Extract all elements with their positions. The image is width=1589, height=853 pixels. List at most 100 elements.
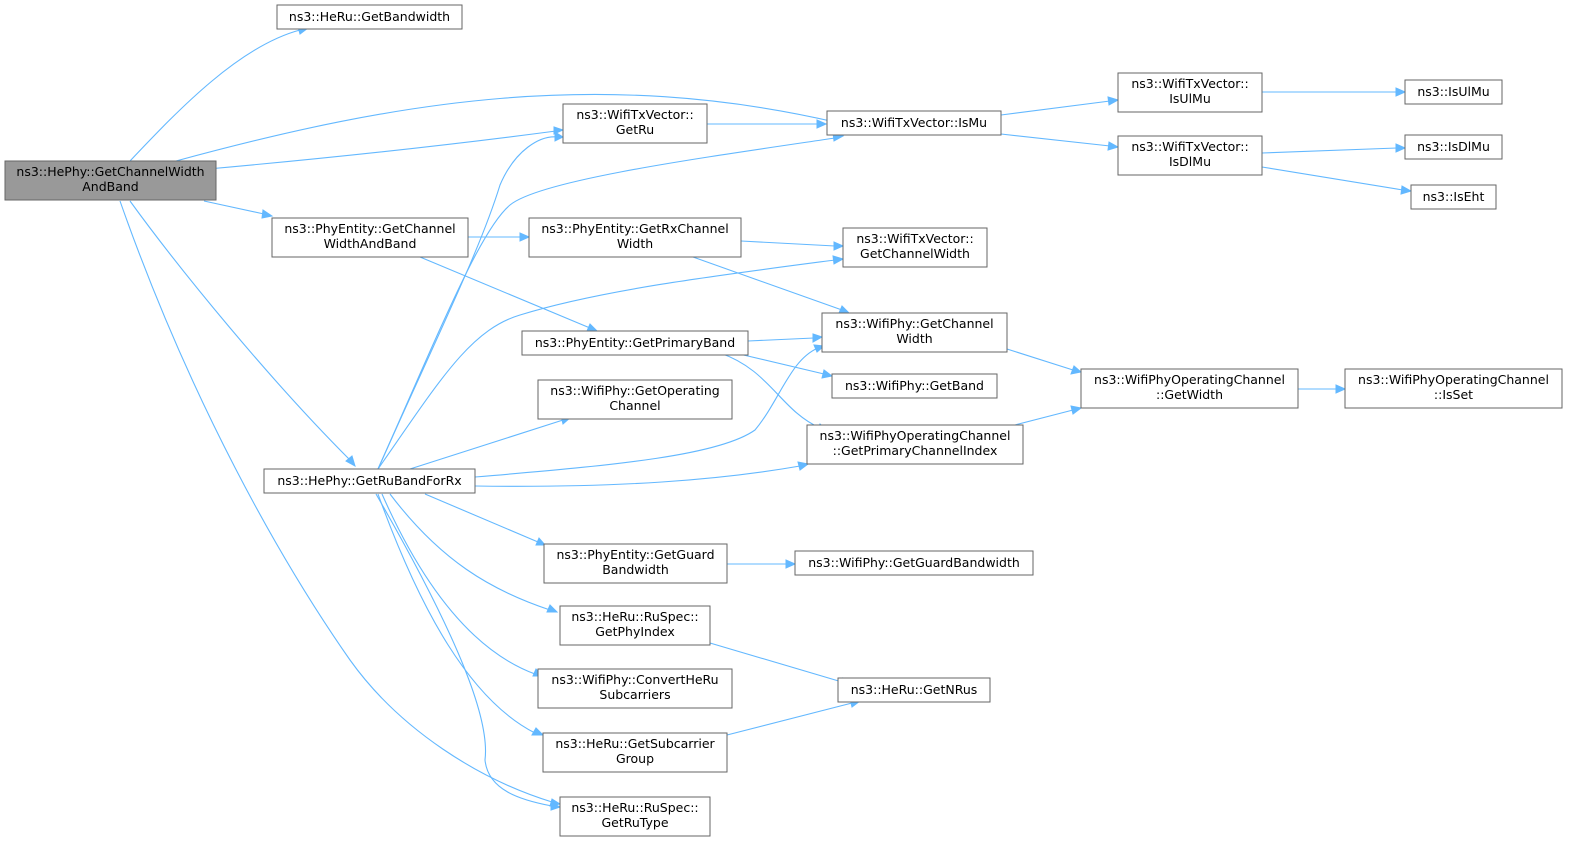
node-wp-convertherusubcarriers[interactable]: ns3::WifiPhy::ConvertHeRu Subcarriers [537, 668, 733, 709]
node-ruspec-getphyindex[interactable]: ns3::HeRu::RuSpec:: GetPhyIndex [559, 605, 711, 646]
edge-heru-getsubcarriergroup-to-heru-getnrus [726, 698, 862, 736]
edge-root-to-pe-getchannelwidthandband [203, 200, 274, 219]
node-label-line: ns3::PhyEntity::GetGuard [556, 547, 714, 562]
node-label-line: ns3::WifiPhyOperatingChannel [1358, 372, 1549, 387]
node-wpoc-isset[interactable]: ns3::WifiPhyOperatingChannel ::IsSet [1344, 368, 1563, 409]
node-hephy-getrubandforrx[interactable]: ns3::HePhy::GetRuBandForRx [263, 468, 476, 494]
node-label-line: ns3::WifiPhyOperatingChannel [1094, 372, 1285, 387]
edge-wp-getchannelwidth-to-wpoc-getwidth [1006, 348, 1083, 375]
edge-txv-isdlmu-to-isdlmu [1261, 143, 1407, 154]
node-txv-getchannelwidth[interactable]: ns3::WifiTxVector:: GetChannelWidth [842, 227, 988, 268]
node-txv-ismu[interactable]: ns3::WifiTxVector::IsMu [826, 110, 1002, 136]
node-label-line: Group [616, 751, 654, 766]
node-label-line: AndBand [82, 179, 139, 194]
edge-txv-getru-to-txv-ismu [707, 119, 828, 129]
node-pe-getprimaryband[interactable]: ns3::PhyEntity::GetPrimaryBand [521, 330, 749, 356]
edge-hephy-getrubandforrx-to-ruspec-getphyindex [389, 493, 559, 613]
node-label: ns3::IsUlMu [1417, 84, 1489, 99]
node-isdlmu[interactable]: ns3::IsDlMu [1404, 134, 1503, 160]
node-label: ns3::HePhy::GetRuBandForRx [277, 473, 461, 488]
node-label-line: IsUlMu [1169, 91, 1211, 106]
edge-root-to-txv-ismu [175, 93, 845, 162]
edge-txv-ismu-to-txv-isulmu [1000, 96, 1120, 116]
edge-txv-ismu-to-txv-isdlmu [1000, 133, 1120, 151]
node-label-line: Channel [609, 398, 660, 413]
edge-root-to-hephy-getrubandforrx [129, 200, 356, 468]
node-label: ns3::IsDlMu [1417, 139, 1490, 154]
node-label-line: Bandwidth [602, 562, 669, 577]
node-txv-getru[interactable]: ns3::WifiTxVector:: GetRu [562, 103, 708, 144]
edge-pe-getprimaryband-to-wp-getband [734, 352, 834, 379]
edge-pe-getchannelwidthandband-to-pe-getprimaryband [419, 256, 599, 332]
node-wp-getchannelwidth[interactable]: ns3::WifiPhy::GetChannel Width [821, 312, 1008, 353]
node-label-line: ns3::HeRu::RuSpec:: [571, 609, 698, 624]
node-label-line: ns3::HePhy::GetChannelWidth [16, 164, 204, 179]
node-pe-getguardbandwidth[interactable]: ns3::PhyEntity::GetGuard Bandwidth [543, 543, 728, 584]
edge-hephy-getrubandforrx-to-pe-getguardbandwidth [424, 493, 547, 546]
node-heru-getsubcarriergroup[interactable]: ns3::HeRu::GetSubcarrier Group [542, 732, 728, 773]
edge-root-to-ruspec-getrutype [119, 200, 562, 807]
node-txv-isdlmu[interactable]: ns3::WifiTxVector:: IsDlMu [1117, 135, 1263, 176]
edge-pe-getrxchannelwidth-to-wp-getchannelwidth [692, 256, 851, 314]
edge-hephy-getrubandforrx-to-txv-getru [377, 131, 565, 470]
edge-txv-isdlmu-to-iseht [1261, 166, 1413, 195]
node-wpoc-getprimarychannelindex[interactable]: ns3::WifiPhyOperatingChannel ::GetPrimar… [806, 424, 1024, 465]
node-label-line: ns3::WifiTxVector:: [1131, 139, 1248, 154]
node-label-line: GetRuType [601, 815, 668, 830]
node-label-line: ns3::PhyEntity::GetChannel [284, 221, 455, 236]
node-label-line: ns3::WifiPhy::ConvertHeRu [551, 672, 718, 687]
node-label: ns3::HeRu::GetNRus [851, 682, 978, 697]
node-heru-getnrus[interactable]: ns3::HeRu::GetNRus [837, 677, 991, 703]
node-label-line: ::GetPrimaryChannelIndex [833, 443, 998, 458]
edge-hephy-getrubandforrx-to-wp-convertherusubcarriers [381, 493, 545, 677]
node-label: ns3::IsEht [1423, 189, 1485, 204]
edge-root-to-heru-getbandwidth [129, 26, 310, 162]
node-label: ns3::WifiTxVector::IsMu [841, 115, 987, 130]
edge-pe-getchannelwidthandband-to-pe-getrxchannelwidth [468, 232, 531, 242]
node-label: ns3::WifiPhy::GetBand [845, 378, 984, 393]
edge-pe-getguardbandwidth-to-wp-getguardbandwidth [727, 559, 797, 569]
edge-hephy-getrubandforrx-to-wp-getoperatingchannel [409, 415, 573, 470]
node-label-line: ns3::WifiPhy::GetChannel [835, 316, 993, 331]
node-wp-getoperatingchannel[interactable]: ns3::WifiPhy::GetOperating Channel [537, 379, 733, 420]
node-label-line: Subcarriers [599, 687, 670, 702]
node-label-line: ns3::WifiTxVector:: [1131, 76, 1248, 91]
edge-wpoc-getwidth-to-wpoc-isset [1298, 384, 1347, 394]
node-label-line: ns3::WifiPhy::GetOperating [550, 383, 719, 398]
node-label-line: ns3::WifiTxVector:: [576, 107, 693, 122]
node-label: ns3::HeRu::GetBandwidth [289, 9, 450, 24]
node-iseht[interactable]: ns3::IsEht [1410, 184, 1497, 210]
edge-pe-getprimaryband-to-wpoc-getprimarychannelindex [719, 352, 829, 432]
node-pe-getrxchannelwidth[interactable]: ns3::PhyEntity::GetRxChannel Width [528, 217, 742, 258]
node-isulmu[interactable]: ns3::IsUlMu [1404, 79, 1503, 105]
node-label-line: ns3::PhyEntity::GetRxChannel [541, 221, 728, 236]
node-label-line: ns3::WifiTxVector:: [856, 231, 973, 246]
node-label-line: WidthAndBand [324, 236, 417, 251]
node-root-getchannelwidthandband[interactable]: ns3::HePhy::GetChannelWidth AndBand [4, 160, 217, 201]
node-label-line: Width [617, 236, 653, 251]
edge-hephy-getrubandforrx-to-heru-getsubcarriergroup [377, 493, 545, 736]
node-label-line: ::GetWidth [1156, 387, 1223, 402]
node-label: ns3::PhyEntity::GetPrimaryBand [535, 335, 735, 350]
node-label-line: GetPhyIndex [595, 624, 675, 639]
edge-pe-getrxchannelwidth-to-txv-getchannelwidth [740, 240, 845, 251]
node-wp-getband[interactable]: ns3::WifiPhy::GetBand [831, 373, 998, 399]
node-label-line: ::IsSet [1434, 387, 1473, 402]
node-ruspec-getrutype[interactable]: ns3::HeRu::RuSpec:: GetRuType [559, 796, 711, 837]
edge-hephy-getrubandforrx-to-wpoc-getprimarychannelindex [474, 461, 810, 487]
node-heru-getbandwidth[interactable]: ns3::HeRu::GetBandwidth [276, 4, 463, 30]
node-label-line: ns3::HeRu::GetSubcarrier [555, 736, 715, 751]
node-wpoc-getwidth[interactable]: ns3::WifiPhyOperatingChannel ::GetWidth [1080, 368, 1299, 409]
node-wp-getguardbandwidth[interactable]: ns3::WifiPhy::GetGuardBandwidth [794, 550, 1034, 576]
node-pe-getchannelwidthandband[interactable]: ns3::PhyEntity::GetChannel WidthAndBand [271, 217, 469, 258]
edge-hephy-getrubandforrx-to-txv-getchannelwidth [377, 255, 845, 470]
edge-root-to-txv-getru [207, 126, 565, 170]
node-txv-isulmu[interactable]: ns3::WifiTxVector:: IsUlMu [1117, 72, 1263, 113]
edge-pe-getprimaryband-to-wp-getchannelwidth [747, 333, 824, 343]
node-label-line: IsDlMu [1169, 154, 1211, 169]
node-label-line: ns3::WifiPhyOperatingChannel [820, 428, 1011, 443]
node-label-line: ns3::HeRu::RuSpec:: [571, 800, 698, 815]
edge-hephy-getrubandforrx-to-ruspec-getrutype [375, 493, 562, 811]
node-label-line: GetRu [616, 122, 654, 137]
